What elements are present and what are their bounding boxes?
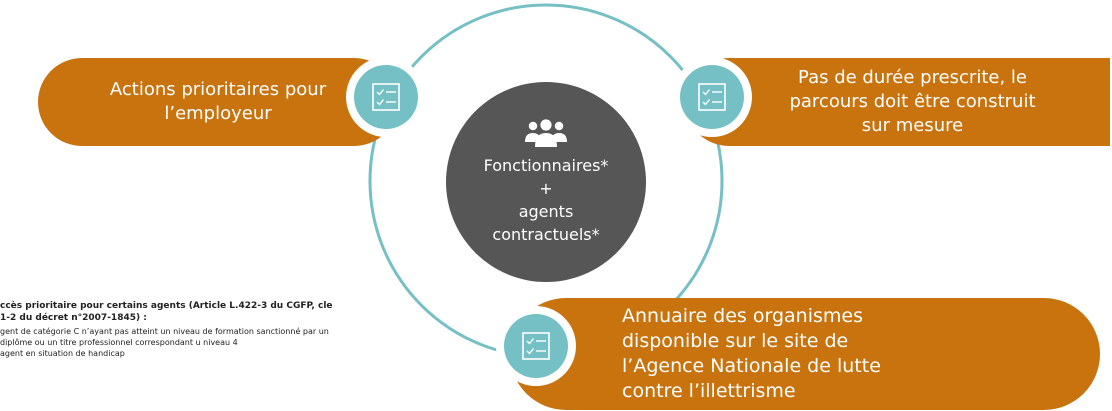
center-line-3: agents xyxy=(518,202,574,221)
footnote-heading: ccès prioritaire pour certains agents (A… xyxy=(0,301,333,323)
right-pill: Pas de durée prescrite, le parcours doit… xyxy=(685,58,1110,146)
bottom-pill: Annuaire des organismes disponible sur l… xyxy=(510,298,1100,410)
left-pill: Actions prioritaires pour l’employeur xyxy=(38,58,398,146)
center-line-4: contractuels* xyxy=(492,225,600,244)
badge-left xyxy=(346,57,426,137)
left-pill-text: Actions prioritaires pour l’employeur xyxy=(109,79,327,124)
checklist-icon xyxy=(354,65,418,129)
bottom-pill-text: Annuaire des organismes disponible sur l… xyxy=(622,305,881,402)
center-circle: Fonctionnaires* + agents contractuels* xyxy=(446,82,646,282)
badge-bottom xyxy=(496,306,576,386)
center-line-2: + xyxy=(539,179,553,198)
people-group-icon xyxy=(525,119,567,147)
checklist-icon xyxy=(680,65,744,129)
badge-right xyxy=(672,57,752,137)
checklist-icon xyxy=(504,314,568,378)
center-line-1: Fonctionnaires* xyxy=(483,156,609,175)
right-pill-text: Pas de durée prescrite, le parcours doit… xyxy=(789,67,1036,136)
footnote-line-1: gent de catégorie C n’ayant pas atteint … xyxy=(0,327,329,347)
footnote-line-2: agent en situation de handicap xyxy=(0,349,125,358)
footnote: ccès prioritaire pour certains agents (A… xyxy=(0,300,340,359)
